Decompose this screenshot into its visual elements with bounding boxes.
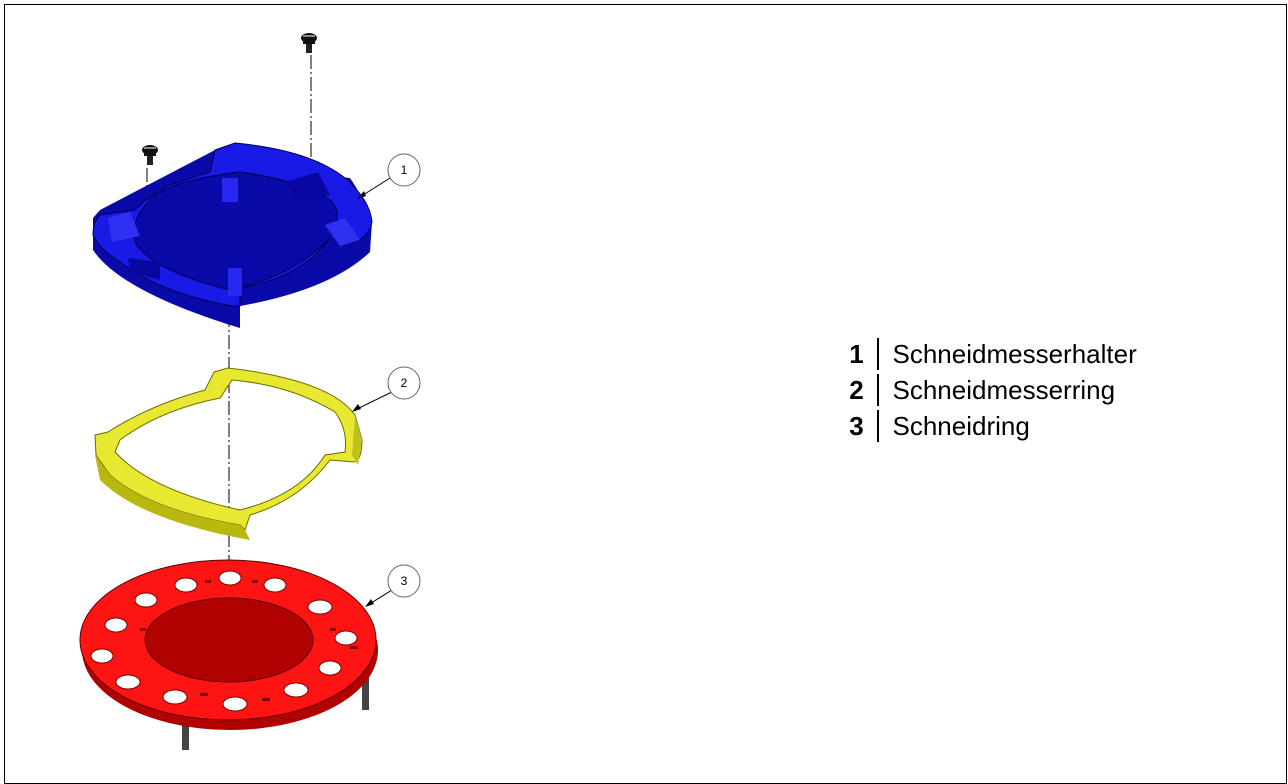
legend-divider [877, 410, 879, 442]
part-schneidmesserring [94, 367, 363, 540]
legend-number: 1 [849, 339, 864, 369]
legend-divider [877, 338, 879, 370]
callout-balloon-1: 1 [387, 153, 421, 187]
legend-number: 3 [849, 411, 864, 441]
callout-balloon-2: 2 [387, 366, 421, 400]
legend-row: 1 Schneidmesserhalter [840, 336, 1137, 372]
legend-label: Schneidmesserhalter [892, 339, 1137, 369]
legend-label: Schneidmesserring [892, 375, 1116, 405]
legend-row: 2 Schneidmesserring [840, 372, 1137, 408]
screw-top [301, 33, 317, 53]
callout-number-3: 3 [401, 574, 408, 588]
assembly-axis-lines [146, 55, 312, 645]
part-schneidring [79, 559, 378, 750]
parts-legend: 1 Schneidmesserhalter 2 Schneidmesserrin… [840, 336, 1137, 444]
legend-divider [877, 374, 879, 406]
legend-label: Schneidring [892, 411, 1030, 441]
callout-balloon-3: 3 [387, 564, 421, 598]
legend-row: 3 Schneidring [840, 408, 1137, 444]
part-schneidmesserhalter [92, 142, 373, 328]
callout-number-1: 1 [401, 163, 408, 177]
callout-number-2: 2 [401, 376, 408, 390]
legend-number: 2 [849, 375, 864, 405]
leader-arrows [352, 191, 374, 607]
screw-left [142, 145, 158, 165]
